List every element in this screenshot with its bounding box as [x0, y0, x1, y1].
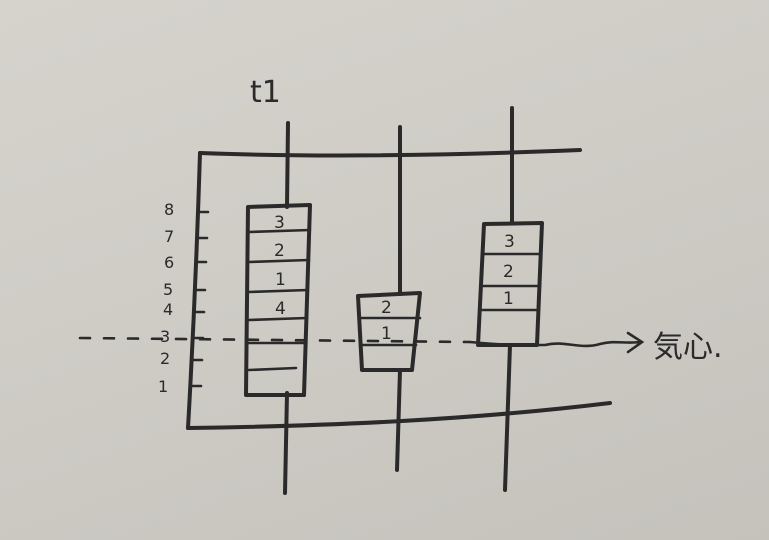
tick-label: 3 — [160, 327, 170, 346]
tick-label: 8 — [164, 200, 174, 219]
stack-column-1: 3 2 1 4 — [244, 203, 312, 397]
frame-left-line — [186, 151, 202, 430]
box-label: 4 — [275, 299, 286, 319]
tick-label: 5 — [163, 280, 173, 299]
tick-label: 7 — [164, 227, 174, 246]
dashed-line — [78, 336, 472, 344]
stack-box — [244, 203, 312, 397]
stack-column-3: 3 2 1 — [476, 221, 544, 347]
top-label: t1 — [250, 75, 281, 110]
column-3-line — [503, 106, 514, 492]
box-label: 2 — [381, 298, 392, 318]
tick-label: 1 — [158, 377, 168, 396]
stack-column-2: 2 1 — [356, 291, 422, 372]
frame-top-line — [198, 148, 582, 158]
box-label: 1 — [275, 270, 286, 290]
box-label: 2 — [274, 241, 285, 261]
axis-ticks — [189, 210, 210, 388]
column-2-line — [395, 125, 402, 472]
box-label: 1 — [381, 324, 392, 344]
box-label: 1 — [503, 289, 514, 309]
box-label: 3 — [274, 213, 285, 233]
tick-label: 4 — [163, 300, 173, 319]
column-1-line — [283, 121, 290, 495]
arrow-label: 気心. — [653, 330, 723, 365]
box-label: 2 — [503, 262, 514, 282]
axis-tick-labels: 8 7 6 5 4 3 2 1 — [158, 200, 174, 396]
tick-label: 6 — [164, 253, 174, 272]
arrow-head-icon — [626, 331, 645, 354]
tick-label: 2 — [160, 349, 170, 368]
stack-box — [476, 221, 544, 347]
box-label: 3 — [504, 232, 515, 252]
